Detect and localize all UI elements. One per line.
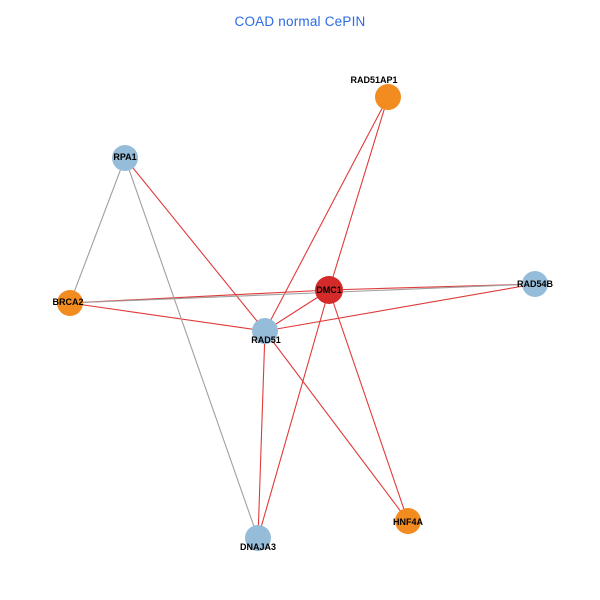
node-label-RAD51AP1: RAD51AP1 bbox=[350, 75, 397, 85]
node-label-RPA1: RPA1 bbox=[113, 152, 136, 162]
edge-RAD51-HNF4A bbox=[264, 330, 409, 522]
node-DNAJA3 bbox=[245, 525, 271, 551]
edge-RAD51-RAD54B bbox=[264, 283, 536, 332]
edge-RPA1-RAD51 bbox=[124, 157, 266, 332]
edge-RPA1-BRCA2 bbox=[69, 157, 126, 304]
node-DMC1 bbox=[315, 276, 343, 304]
node-label-RAD51: RAD51 bbox=[251, 335, 281, 345]
node-label-RAD54B: RAD54B bbox=[517, 279, 554, 289]
chart-title: COAD normal CePIN bbox=[234, 14, 366, 29]
edge-BRCA2-RAD54B bbox=[69, 283, 536, 304]
edge-DMC1-DNAJA3 bbox=[257, 289, 330, 539]
node-BRCA2 bbox=[57, 290, 83, 316]
node-HNF4A bbox=[395, 508, 421, 534]
edge-RAD51-DNAJA3 bbox=[257, 330, 266, 539]
node-label-DNAJA3: DNAJA3 bbox=[240, 542, 276, 552]
node-RAD54B bbox=[522, 271, 548, 297]
node-RAD51 bbox=[252, 318, 278, 344]
node-RPA1 bbox=[112, 145, 138, 171]
node-label-HNF4A: HNF4A bbox=[393, 517, 424, 527]
node-label-BRCA2: BRCA2 bbox=[52, 297, 83, 307]
node-label-DMC1: DMC1 bbox=[316, 285, 342, 295]
node-RAD51AP1 bbox=[375, 84, 401, 110]
edge-RPA1-DNAJA3 bbox=[124, 157, 259, 539]
edge-DMC1-HNF4A bbox=[328, 289, 409, 522]
edge-DMC1-RAD51AP1 bbox=[328, 96, 389, 291]
edge-BRCA2-RAD51 bbox=[69, 302, 266, 332]
